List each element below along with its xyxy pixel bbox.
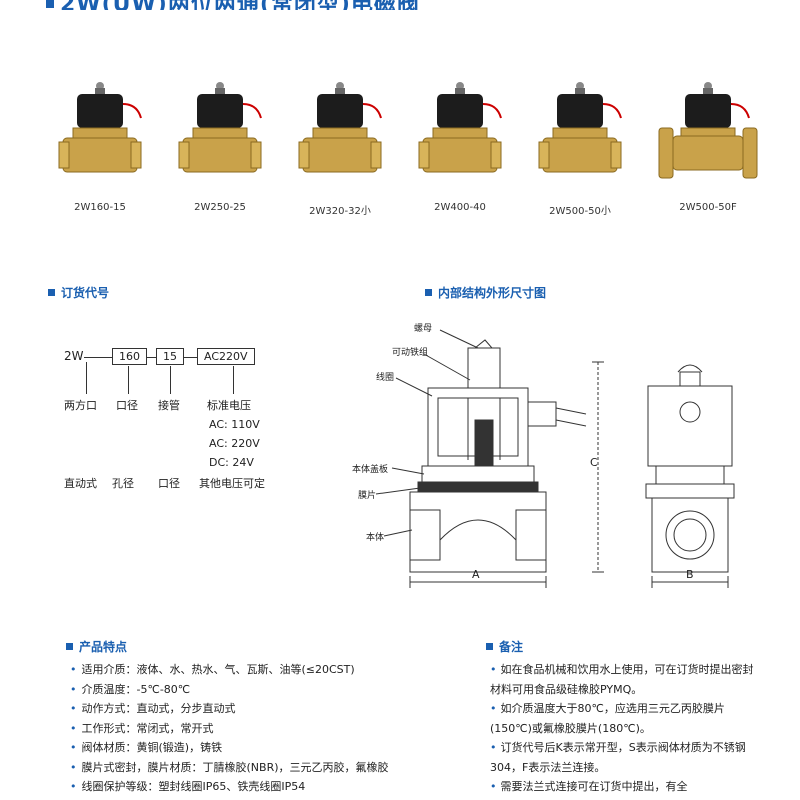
part-cover: 本体盖板 <box>352 465 389 475</box>
ordering-box-port: 15 <box>156 348 184 365</box>
valve-image <box>178 82 262 173</box>
cover-plate <box>421 465 535 483</box>
valve-image <box>538 82 622 173</box>
banner: 2W(UW)两位两通(常闭型)电磁阀 <box>0 0 800 10</box>
product-model-label: 2W500-50F <box>679 202 737 213</box>
product-card: 2W320-32小 <box>280 78 400 228</box>
section-marker-icon <box>425 289 432 296</box>
note-item: 如介质温度大于80℃，应选用三元乙丙胶膜片(150℃)或氟橡胶膜片(180℃)。 <box>490 699 760 738</box>
voltage-ac220: AC: 220V <box>209 437 260 450</box>
label-bore: 口径 <box>116 399 138 412</box>
part-nut: 螺母 <box>414 324 433 334</box>
nut-shape <box>473 339 494 349</box>
section-marker-icon <box>66 643 73 650</box>
product-card: 2W250-25 <box>160 78 280 228</box>
cable-gland <box>527 401 557 427</box>
label-direct-acting: 直动式 <box>64 477 97 490</box>
diaphragm <box>417 481 539 493</box>
feature-item: 工作形式：常闭式，常开式 <box>70 719 389 739</box>
feature-item: 适用介质：液体、水、热水、气、瓦斯、油等(≤20CST) <box>70 660 389 680</box>
label-std-voltage: 标准电压 <box>207 399 251 412</box>
product-model-label: 2W400-40 <box>434 202 486 213</box>
ordering-dash <box>183 357 197 358</box>
section-marker-icon <box>48 289 55 296</box>
product-card: 2W500-50F <box>648 78 768 228</box>
product-card: 2W500-50小 <box>520 78 640 228</box>
notes-heading: 备注 <box>486 638 523 655</box>
leader-line <box>170 366 171 394</box>
notes-list: 如在食品机械和饮用水上使用，可在订货时提出密封材料可用食品级硅橡胶PYMQ。 如… <box>490 660 760 797</box>
banner-marker <box>46 0 54 8</box>
leader-line <box>233 366 234 394</box>
ordering-box-voltage: AC220V <box>197 348 255 365</box>
label-port: 口径 <box>158 477 180 490</box>
product-model-label: 2W250-25 <box>194 202 246 213</box>
features-heading: 产品特点 <box>66 638 127 655</box>
label-other-voltage: 其他电压可定 <box>199 477 265 490</box>
product-model-label: 2W160-15 <box>74 202 126 213</box>
label-two-way: 两方口 <box>64 399 97 412</box>
feature-item: 动作方式：直动式，分步直动式 <box>70 699 389 719</box>
note-item: 如在食品机械和饮用水上使用，可在订货时提出密封材料可用食品级硅橡胶PYMQ。 <box>490 660 760 699</box>
features-list: 适用介质：液体、水、热水、气、瓦斯、油等(≤20CST) 介质温度：-5℃-80… <box>70 660 389 797</box>
side-nut <box>677 364 703 373</box>
voltage-ac110: AC: 110V <box>209 418 260 431</box>
feature-item: 线圈保护等级：塑封线圈IP65、铁壳线圈IP54 <box>70 777 389 797</box>
part-diaphragm: 膜片 <box>358 491 377 501</box>
feature-item: 膜片式密封，膜片材质：丁腈橡胶(NBR)，三元乙丙胶，氟橡胶 <box>70 758 389 778</box>
part-coil: 线圈 <box>376 373 395 383</box>
armature-tube <box>467 347 501 389</box>
banner-title: 2W(UW)两位两通(常闭型)电磁阀 <box>60 0 420 10</box>
side-coil <box>647 385 733 467</box>
part-body: 本体 <box>366 533 385 543</box>
plunger <box>474 419 494 466</box>
ordering-prefix: 2W <box>64 349 84 363</box>
feature-item: 阀体材质：黄铜(锻造)，铸铁 <box>70 738 389 758</box>
valve-image <box>418 82 502 173</box>
leader-line <box>128 366 129 394</box>
label-orifice: 孔径 <box>112 477 134 490</box>
ordering-box-orifice: 160 <box>112 348 147 365</box>
valve-image <box>298 82 382 173</box>
ordering-heading: 订货代号 <box>48 284 109 301</box>
section-marker-icon <box>486 643 493 650</box>
valve-image <box>58 82 142 173</box>
product-card: 2W400-40 <box>400 78 520 228</box>
label-pipe: 接管 <box>158 399 180 412</box>
dim-a: A <box>472 568 480 581</box>
leader-line <box>86 362 87 394</box>
dim-b: B <box>686 568 694 581</box>
product-card: 2W160-15 <box>40 78 160 228</box>
part-armature: 可动铁组 <box>392 348 429 358</box>
valve-image <box>658 82 758 179</box>
note-item: 需要法兰式连接可在订货中提出，有全 <box>490 777 760 797</box>
product-model-label: 2W500-50小 <box>549 206 611 217</box>
feature-item: 介质温度：-5℃-80℃ <box>70 680 389 700</box>
structure-drawing <box>375 329 735 588</box>
side-body <box>651 497 729 573</box>
dim-c: C <box>590 456 598 469</box>
ordering-dash <box>84 357 112 358</box>
note-item: 订货代号后K表示常开型，S表示阀体材质为不锈钢304，F表示法兰连接。 <box>490 738 760 777</box>
product-model-label: 2W320-32小 <box>309 206 371 217</box>
ordering-dash <box>146 357 156 358</box>
voltage-dc24: DC: 24V <box>209 456 254 469</box>
structure-heading: 内部结构外形尺寸图 <box>425 284 546 301</box>
